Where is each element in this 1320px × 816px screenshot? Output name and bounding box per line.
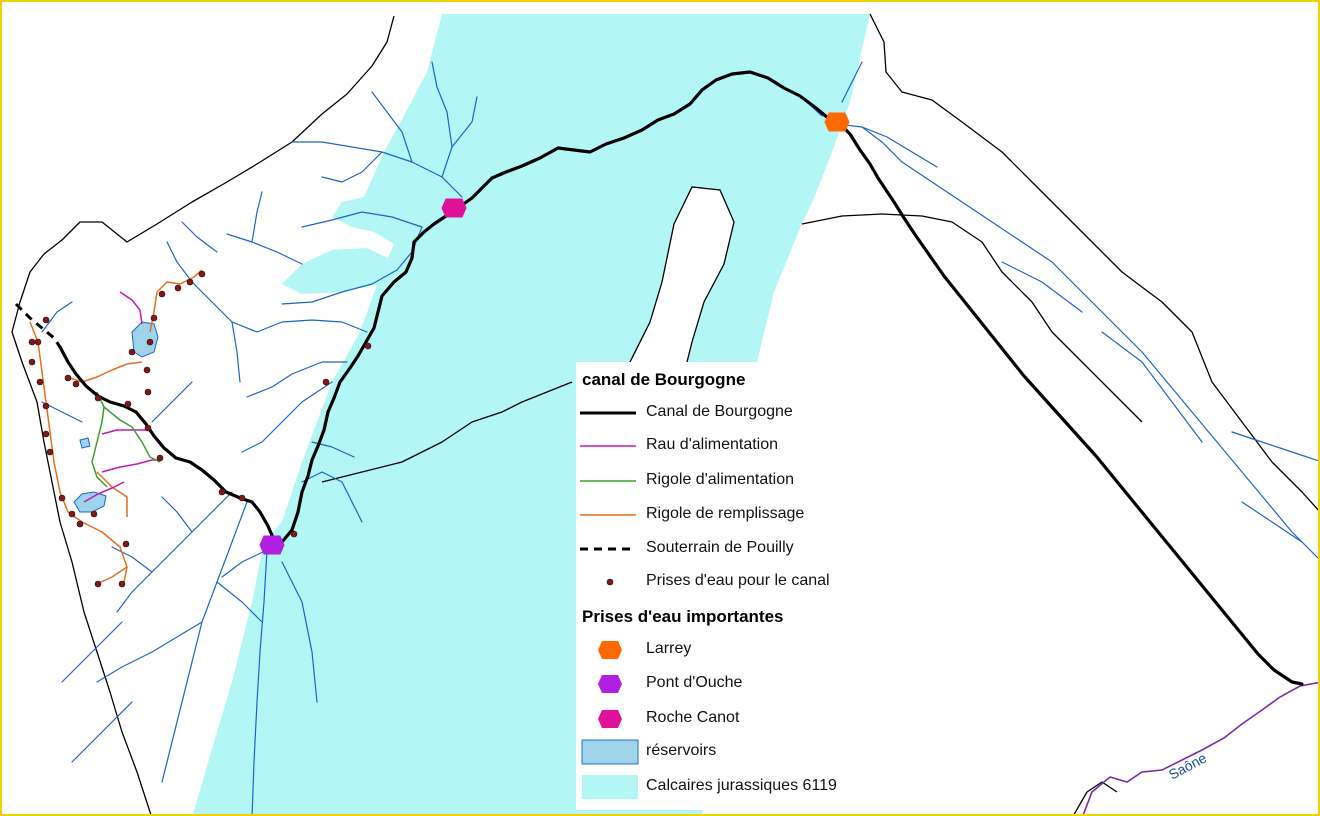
legend-label: Canal de Bourgogne — [646, 403, 793, 420]
reservoir-panthier — [131, 321, 159, 358]
saone-label: Saône — [1166, 749, 1209, 782]
legend-title-canal: canal de Bourgogne — [582, 370, 746, 389]
legend-item-souterrain: Souterrain de Pouilly — [576, 534, 838, 564]
legend-label: Rigole de remplissage — [646, 505, 805, 522]
reservoir-small — [79, 437, 91, 449]
legend-symbol-magenta-line — [580, 445, 636, 447]
reservoir-chazilly — [73, 491, 107, 513]
legend-label: Larrey — [646, 640, 692, 657]
legend-label: réservoirs — [646, 742, 717, 759]
legend-label: Calcaires jurassiques 6119 — [646, 777, 837, 794]
legend-item-pont-douche: Pont d'Ouche — [576, 669, 838, 699]
legend-symbol-thick-line — [580, 411, 636, 415]
legend-symbol-dashed-line — [580, 547, 636, 551]
legend-label: Rau d'alimentation — [646, 436, 779, 453]
larrey-intake-marker — [824, 112, 850, 132]
legend-item-larrey: Larrey — [576, 635, 838, 665]
legend-symbol-purple-hexagon — [598, 675, 622, 693]
prises-eau-canal — [28, 270, 372, 588]
legend-title-prises: Prises d'eau importantes — [582, 607, 784, 626]
rigole-alimentation — [91, 391, 161, 488]
legend-symbol-pink-hexagon — [598, 710, 622, 728]
legend-symbol-orange-line — [580, 514, 636, 516]
roche-canot-intake-marker — [441, 198, 467, 218]
legend-label: Souterrain de Pouilly — [646, 539, 794, 556]
canal-de-bourgogne — [58, 70, 1304, 686]
saone-river — [1082, 681, 1318, 814]
legend-item-calcaires: Calcaires jurassiques 6119 — [576, 772, 838, 802]
map-legend: canal de Bourgogne Canal de Bourgogne Ra… — [576, 362, 838, 810]
souterrain-de-pouilly — [14, 302, 62, 348]
legend-item-reservoirs: réservoirs — [576, 737, 838, 767]
legend-symbol-limestone-fill — [582, 775, 638, 799]
legend-label: Roche Canot — [646, 709, 740, 726]
legend-symbol-reservoir-fill — [581, 739, 639, 765]
legend-item-rau: Rau d'alimentation — [576, 431, 838, 461]
pont-douche-intake-marker — [259, 535, 285, 555]
legend-symbol-orange-hexagon — [598, 641, 622, 659]
boundary-lines — [11, 13, 1318, 814]
legend-symbol-green-line — [580, 480, 636, 482]
rigole-remplissage — [29, 269, 203, 585]
legend-item-rigole-alimentation: Rigole d'alimentation — [576, 466, 838, 496]
legend-item-prises-canal: Prises d'eau pour le canal — [576, 567, 838, 597]
legend-symbol-dot — [606, 578, 614, 586]
legend-label: Rigole d'alimentation — [646, 471, 795, 488]
legend-label: Prises d'eau pour le canal — [646, 572, 830, 589]
legend-item-rigole-remplissage: Rigole de remplissage — [576, 500, 838, 530]
limestone-small-patch — [358, 762, 386, 814]
legend-item-roche-canot: Roche Canot — [576, 704, 838, 734]
legend-item-canal: Canal de Bourgogne — [576, 398, 838, 428]
legend-label: Pont d'Ouche — [646, 674, 743, 691]
limestone-lobe — [282, 248, 392, 294]
